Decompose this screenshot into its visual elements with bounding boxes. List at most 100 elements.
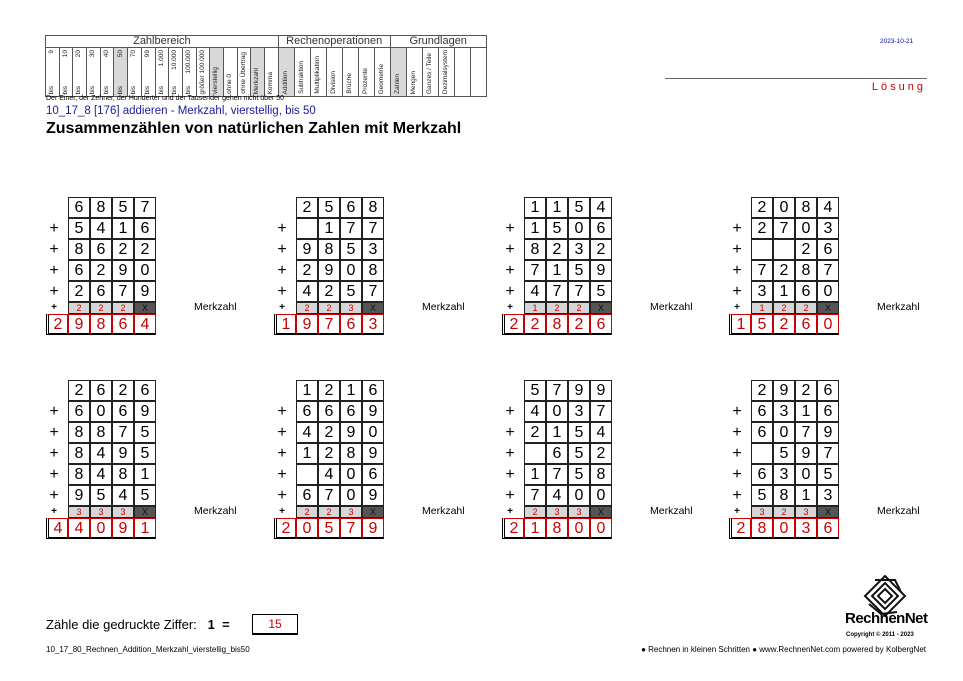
merkzahl-label: Merkzahl — [877, 505, 920, 517]
merkzahl-label: Merkzahl — [650, 505, 693, 517]
result-digit[interactable]: 5 — [751, 314, 773, 335]
result-digit[interactable]: 2 — [729, 518, 751, 539]
carry-cell: 2 — [318, 506, 340, 518]
plus-sign: + — [732, 403, 742, 420]
plus-sign: + — [277, 262, 287, 279]
plus-sign: + — [732, 445, 742, 462]
digit-cell: 0 — [362, 422, 384, 443]
digit-cell: 2 — [318, 443, 340, 464]
result-digit[interactable]: 5 — [318, 518, 340, 539]
result-digit[interactable]: 1 — [729, 314, 751, 335]
carry-cell: 3 — [751, 506, 773, 518]
result-digit[interactable]: 0 — [817, 314, 839, 335]
result-digit[interactable]: 4 — [46, 518, 68, 539]
result-digit[interactable]: 9 — [68, 314, 90, 335]
page-title: Zusammenzählen von natürlichen Zahlen mi… — [46, 120, 462, 137]
merkzahl-label: Merkzahl — [422, 301, 465, 313]
plus-sign — [502, 380, 518, 401]
result-digit[interactable]: 2 — [524, 314, 546, 335]
result-digit[interactable]: 8 — [90, 314, 112, 335]
result-digit[interactable]: 6 — [795, 314, 817, 335]
result-digit[interactable]: 0 — [296, 518, 318, 539]
digit-cell: 9 — [296, 239, 318, 260]
result-digit[interactable]: 1 — [274, 314, 296, 335]
plus-sign — [502, 197, 518, 218]
result-digit[interactable]: 0 — [90, 518, 112, 539]
result-digit[interactable]: 9 — [296, 314, 318, 335]
result-digit[interactable]: 1 — [524, 518, 546, 539]
zahlbereich-prefix: bis — [116, 85, 124, 94]
result-digit[interactable]: 2 — [568, 314, 590, 335]
result-digit[interactable]: 2 — [773, 314, 795, 335]
result-digit[interactable]: 8 — [546, 314, 568, 335]
carry-plus-sign: + — [279, 506, 285, 517]
result-digit[interactable]: 0 — [568, 518, 590, 539]
digit-cell: 4 — [524, 281, 546, 302]
result-digit[interactable]: 7 — [318, 314, 340, 335]
digit-cell: 1 — [296, 380, 318, 401]
zahlbereich-label: ohne 0 — [226, 74, 234, 94]
digit-cell: 8 — [68, 239, 90, 260]
result-digit[interactable]: 6 — [340, 314, 362, 335]
result-digit[interactable]: 3 — [362, 314, 384, 335]
digit-cell: 9 — [362, 485, 384, 506]
result-digit[interactable]: 9 — [362, 518, 384, 539]
merkzahl-label: Merkzahl — [877, 301, 920, 313]
carry-cell: X — [590, 302, 612, 314]
grundlagen-label: Ganzes / Teile — [425, 52, 433, 94]
result-digit[interactable]: 2 — [46, 314, 68, 335]
digit-cell: 5 — [568, 464, 590, 485]
count-digit: 1 — [207, 617, 215, 632]
digit-cell: 5 — [134, 422, 156, 443]
result-digit[interactable]: 6 — [817, 518, 839, 539]
digit-cell: 5 — [318, 197, 340, 218]
result-digit[interactable]: 7 — [340, 518, 362, 539]
result-digit[interactable]: 9 — [112, 518, 134, 539]
digit-cell: 2 — [296, 260, 318, 281]
plus-sign: + — [732, 283, 742, 300]
digit-cell: 1 — [795, 401, 817, 422]
result-digit[interactable]: 0 — [773, 518, 795, 539]
digit-cell — [524, 443, 546, 464]
result-digit[interactable]: 8 — [751, 518, 773, 539]
digit-cell: 8 — [340, 443, 362, 464]
result-digit[interactable]: 6 — [112, 314, 134, 335]
plus-sign: + — [732, 466, 742, 483]
result-digit[interactable]: 1 — [134, 518, 156, 539]
grundlagen-cell: Mengen — [405, 47, 423, 97]
digit-cell: 0 — [134, 260, 156, 281]
result-digit[interactable]: 2 — [502, 518, 524, 539]
result-digit[interactable]: 0 — [590, 518, 612, 539]
result-digit[interactable]: 4 — [134, 314, 156, 335]
count-answer-field[interactable]: 15 — [252, 614, 298, 635]
digit-cell: 5 — [90, 485, 112, 506]
digit-cell: 4 — [546, 485, 568, 506]
result-digit[interactable]: 4 — [68, 518, 90, 539]
digit-cell: 4 — [112, 485, 134, 506]
result-digit[interactable]: 6 — [590, 314, 612, 335]
digit-cell: 1 — [546, 422, 568, 443]
result-digit[interactable]: 2 — [274, 518, 296, 539]
rechnennet-logo-icon — [863, 574, 907, 618]
result-digit[interactable]: 3 — [795, 518, 817, 539]
result-digit[interactable]: 8 — [546, 518, 568, 539]
digit-cell: 8 — [773, 485, 795, 506]
digit-cell: 2 — [751, 218, 773, 239]
result-digit[interactable]: 2 — [502, 314, 524, 335]
ops-label: Brüche — [345, 73, 353, 94]
plus-sign: + — [277, 241, 287, 258]
